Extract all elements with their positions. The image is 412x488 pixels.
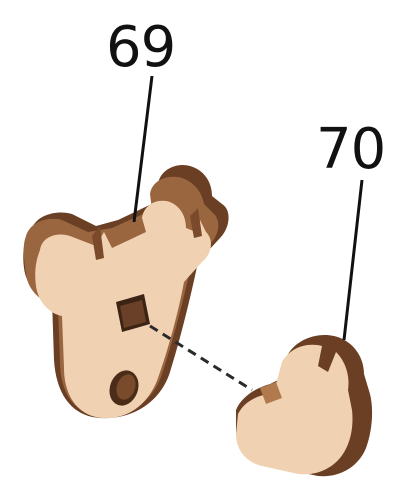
part-70-face: [236, 345, 353, 475]
callout-label-69: 69: [106, 15, 175, 80]
part-69-piece: [23, 165, 228, 418]
part-70-piece: [236, 335, 372, 476]
leader-line-69: [134, 76, 152, 222]
leader-line-70: [344, 180, 362, 340]
callout-label-70: 70: [316, 117, 385, 182]
